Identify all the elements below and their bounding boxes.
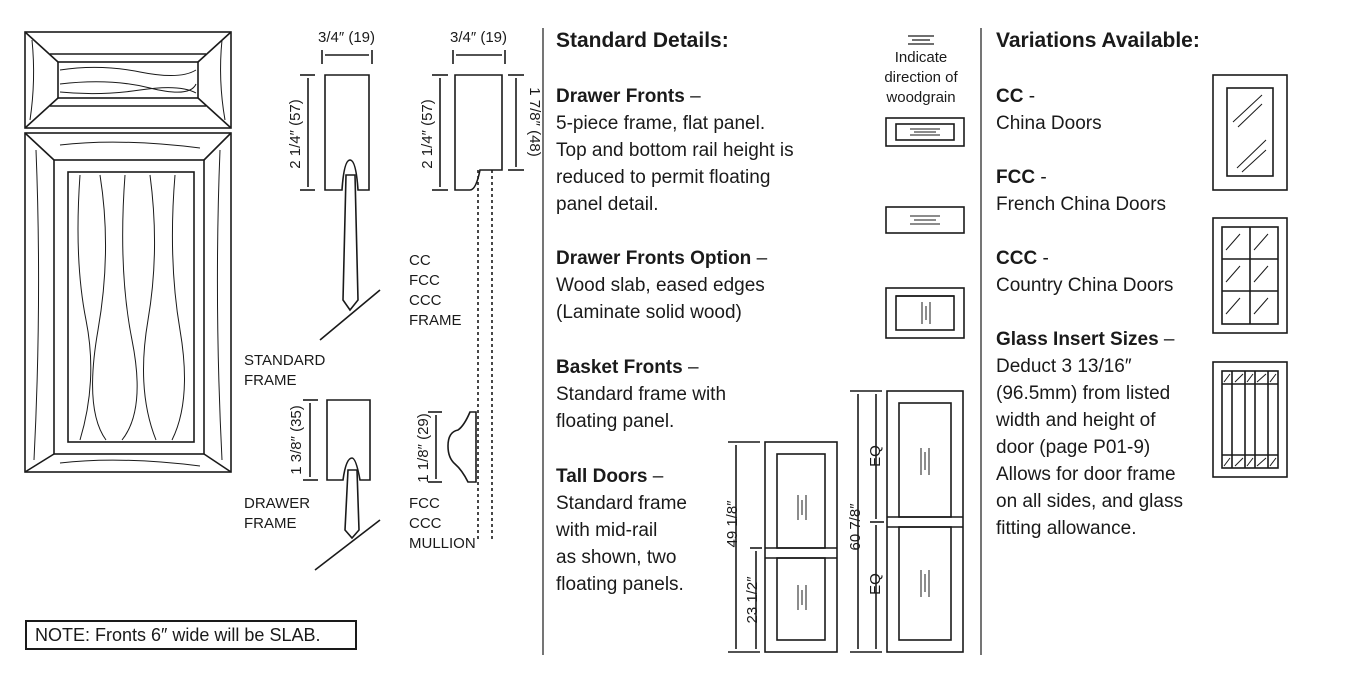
drawer-front-elevation: [24, 31, 232, 129]
variation-ccc: CCC - Country China Doors: [996, 248, 1174, 296]
variation-fcc: FCC - French China Doors: [996, 167, 1167, 215]
dim-cc-height: 2 1/4″ (57): [419, 99, 436, 169]
variations-heading: Variations Available:: [996, 29, 1200, 52]
drawer-frame-profile: [303, 399, 381, 571]
tall-doors-block: Tall Doors – Standard frame with mid-rai…: [556, 466, 687, 595]
drawer-fronts-option-block: Drawer Fronts Option – Wood slab, eased …: [556, 248, 768, 323]
dim-top-width-2: 3/4″ (19): [450, 29, 508, 46]
drawer-fronts-block: Drawer Fronts – 5-piece frame, flat pane…: [556, 86, 794, 215]
tall-door-1: [728, 441, 838, 653]
slab-drawer-icon: [885, 206, 965, 234]
tall-door-2: [850, 390, 964, 653]
dim-cc-lip: 1 7/8″ (48): [526, 87, 543, 157]
mullion-profile: [428, 411, 477, 483]
dim-eq-top: EQ: [867, 445, 884, 467]
variation-cc: CC - China Doors: [996, 86, 1102, 134]
basket-front-icon: [885, 287, 965, 339]
ccc-door-icon: [1212, 217, 1288, 334]
dim-mullion-height: 1 1/8″ (29): [415, 413, 432, 483]
dim-drawer-height: 1 3/8″ (35): [288, 405, 305, 475]
dim-standard-height: 2 1/4″ (57): [287, 99, 304, 169]
dim-tall2-total: 60 7/8″: [847, 503, 864, 551]
glass-insert-sizes-block: Glass Insert Sizes – Deduct 3 13/16″ (96…: [996, 329, 1183, 539]
cc-door-icon: [1212, 74, 1288, 191]
door-elevation: [24, 132, 232, 473]
glass-insert-door-icon: [1212, 361, 1288, 478]
dim-tall-lower: 23 1/2″: [744, 576, 761, 624]
dim-tall-total: 49 1/8″: [724, 500, 741, 548]
cc-frame-profile: [432, 50, 524, 540]
slab-note: NOTE: Fronts 6″ wide will be SLAB.: [25, 620, 357, 650]
basket-fronts-block: Basket Fronts – Standard frame with floa…: [556, 357, 727, 432]
drawer-front-icon: [885, 117, 965, 147]
dim-eq-bottom: EQ: [867, 573, 884, 595]
dim-top-width-1: 3/4″ (19): [318, 29, 376, 46]
woodgrain-symbol: [908, 35, 934, 45]
standard-details-heading: Standard Details:: [556, 29, 729, 52]
standard-frame-profile: [300, 50, 381, 341]
